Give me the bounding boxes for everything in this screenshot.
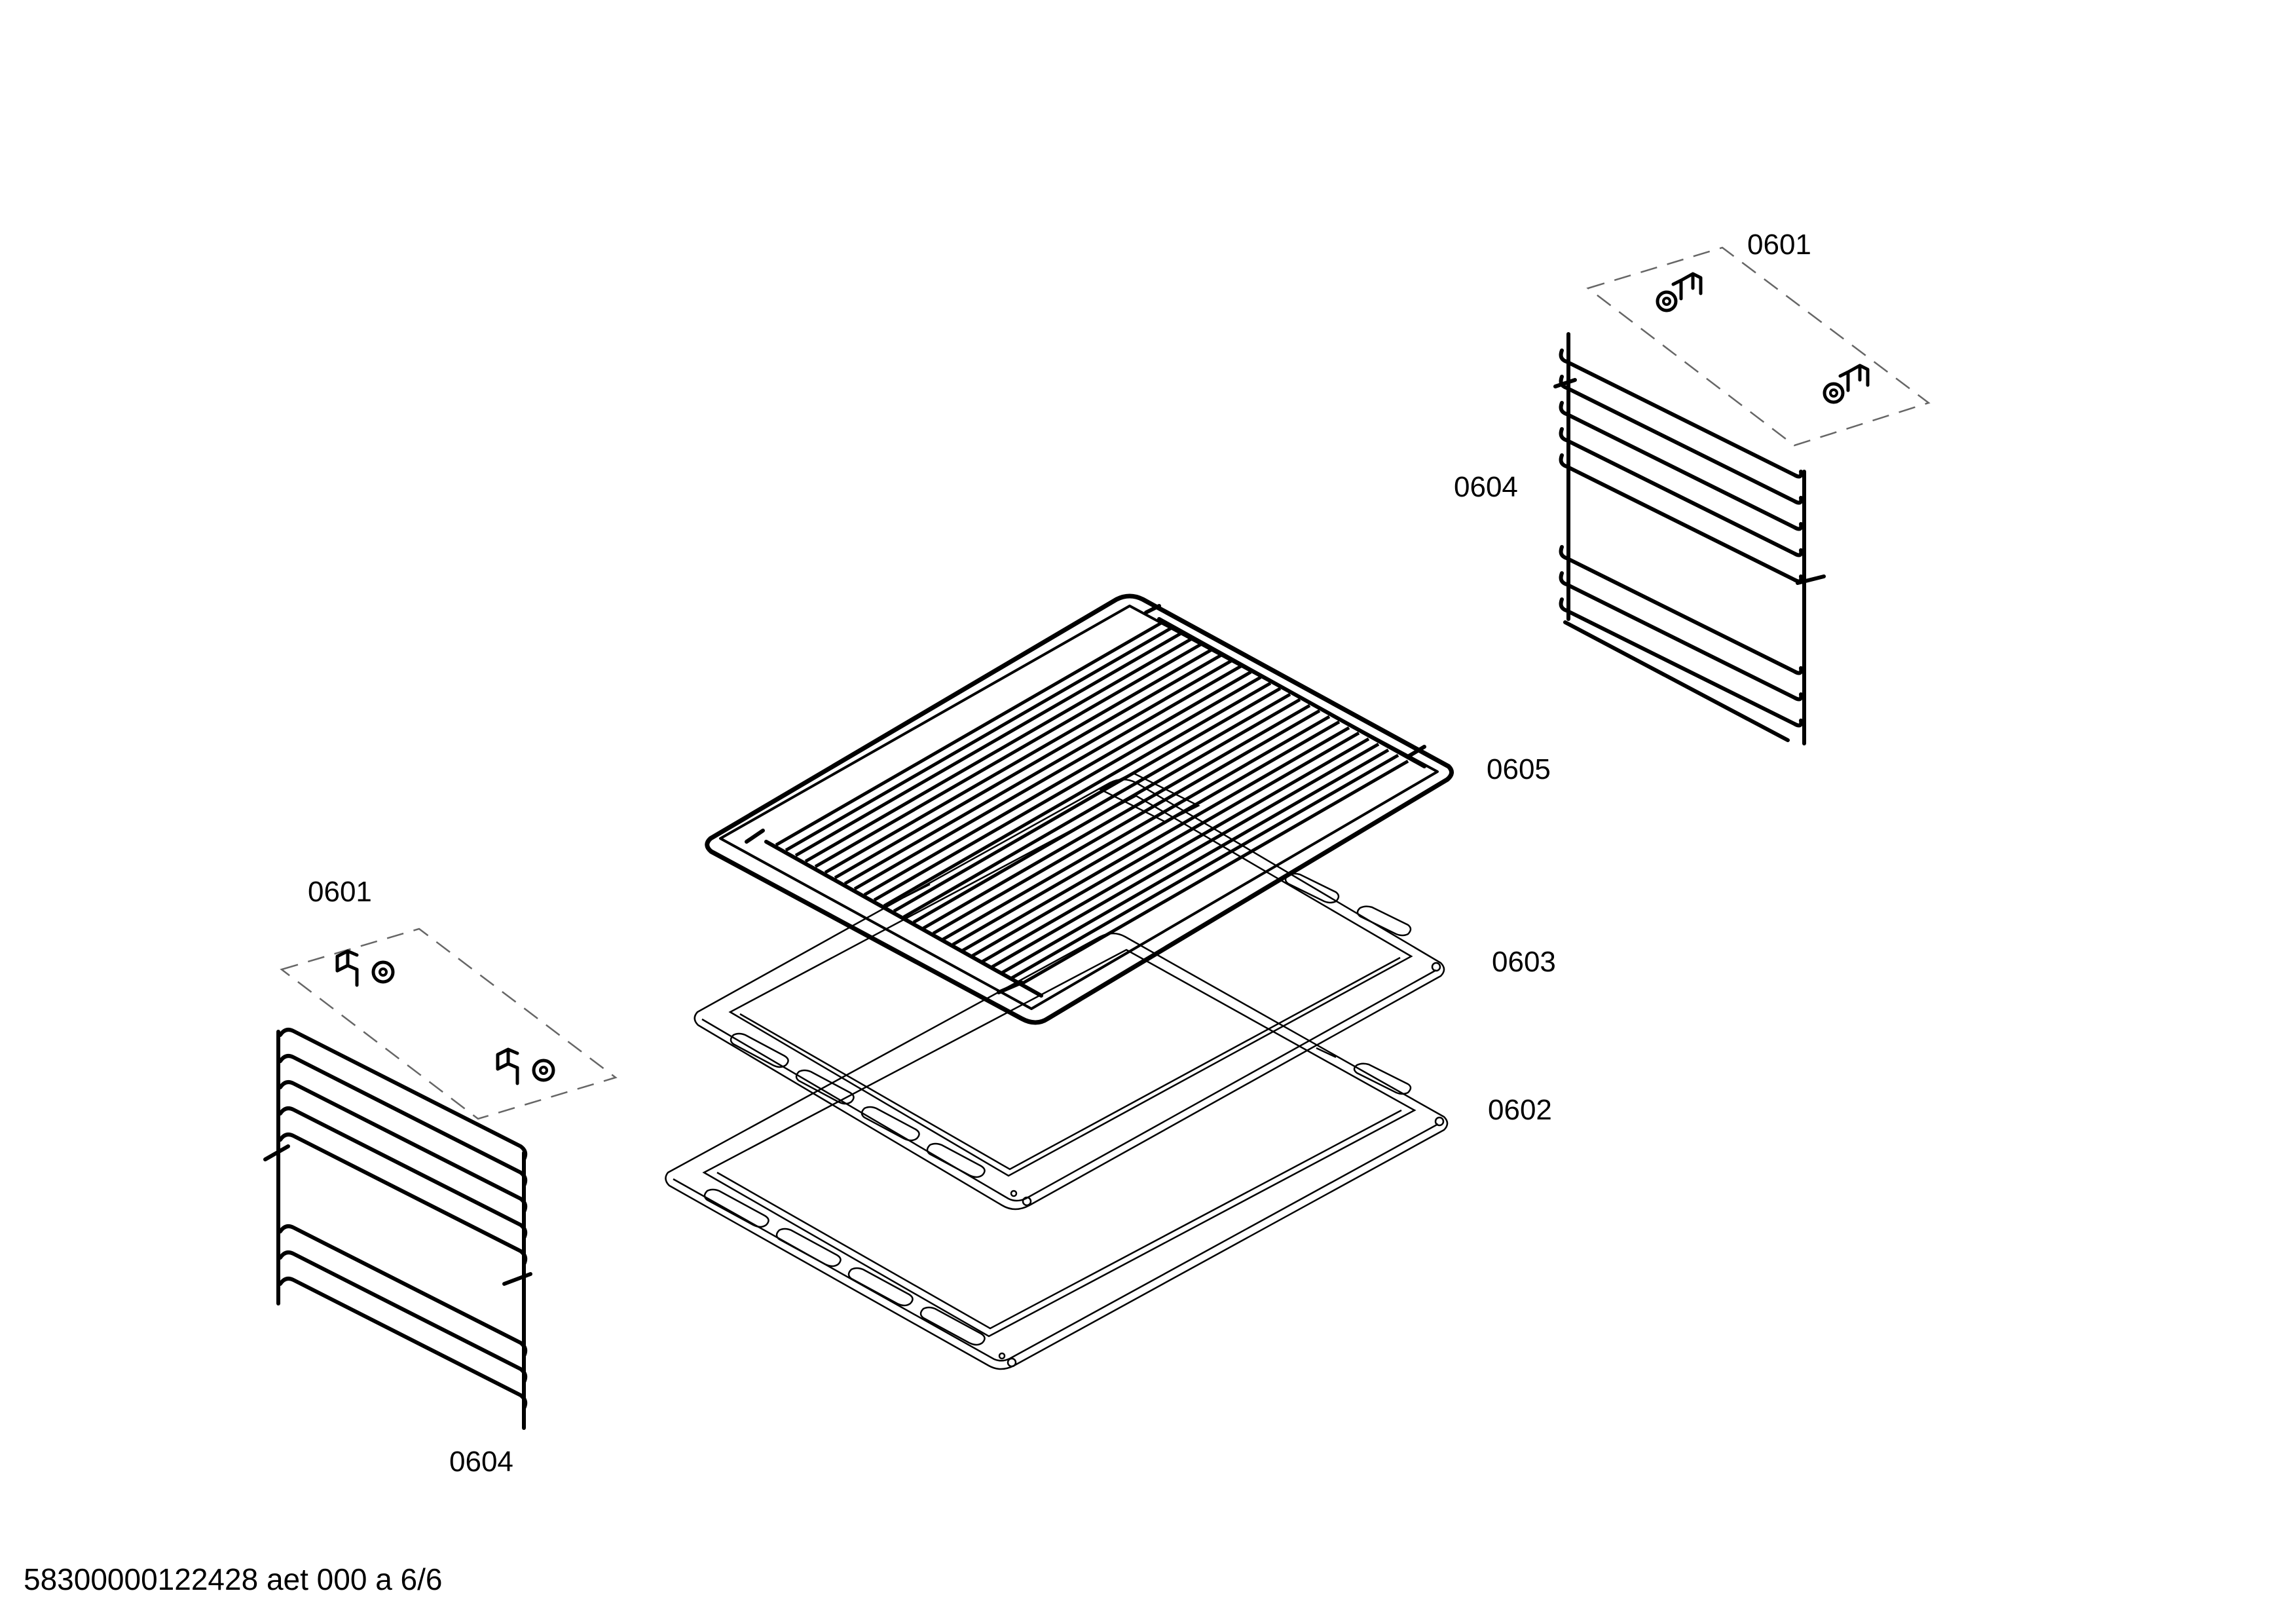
wire-rack [705,593,1454,1025]
callout-0601-top-right: 0601 [1747,229,1811,261]
callout-0601-left: 0601 [308,876,372,908]
callout-0604-bottom-left: 0604 [449,1446,513,1478]
callout-0602: 0602 [1488,1094,1552,1126]
side-rail-top-right [1553,332,1826,745]
clip-icon [1656,272,1703,312]
side-rail-bottom-left [263,1028,532,1430]
clip-set-left [280,928,618,1120]
baking-tray [694,778,1445,1210]
callout-0603: 0603 [1492,946,1556,978]
callout-0605: 0605 [1487,753,1551,785]
clip-icon [496,1047,555,1085]
deep-tray [665,932,1449,1370]
clip-set-top-right [1586,246,1931,447]
clip-icon [1823,364,1870,404]
clip-icon [335,949,395,987]
callout-0604-top-right: 0604 [1454,471,1518,503]
document-id-footer: 58300000122428 aet 000 a 6/6 [24,1562,443,1596]
